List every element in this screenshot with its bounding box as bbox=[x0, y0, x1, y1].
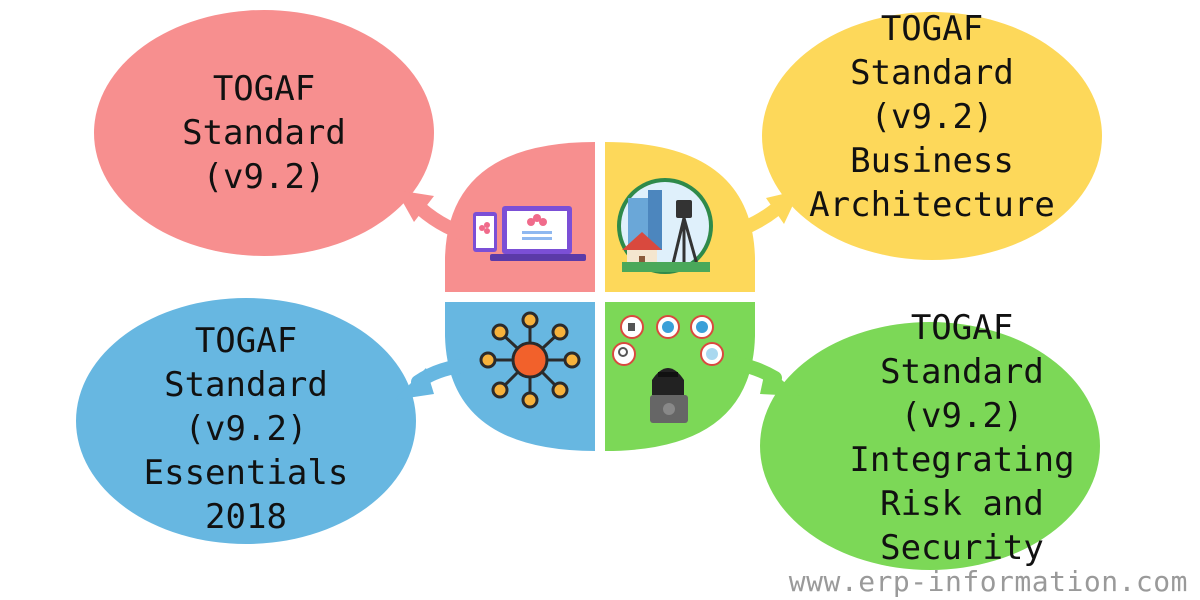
surveying-building-icon bbox=[617, 178, 713, 274]
arrow-bottom-left bbox=[394, 358, 477, 400]
node-label-line: Standard bbox=[164, 365, 328, 405]
node-label-line: (v9.2) bbox=[870, 97, 994, 137]
node-label-line: Essentials bbox=[143, 453, 349, 493]
node-ellipse-bottom-left bbox=[76, 298, 416, 544]
node-label-line: (v9.2) bbox=[900, 396, 1024, 436]
node-label-line: Standard bbox=[182, 113, 346, 153]
node-label-line: Standard bbox=[880, 352, 1044, 392]
hacker-security-icon bbox=[612, 315, 724, 423]
node-label-line: TOGAF bbox=[910, 308, 1014, 348]
node-label-top-left: TOGAF Standard (v9.2) bbox=[124, 66, 404, 200]
watermark-url: www.erp-information.com bbox=[788, 565, 1188, 598]
laptop-phone-icon bbox=[473, 206, 586, 261]
node-label-line: Integrating bbox=[849, 440, 1075, 480]
quadrant-bottom-left bbox=[445, 302, 595, 451]
node-label-bottom-left: TOGAF Standard (v9.2) Essentials 2018 bbox=[96, 318, 396, 540]
node-ellipse-top-right bbox=[762, 12, 1102, 260]
node-label-line: 2018 bbox=[205, 497, 287, 537]
arrow-top-left bbox=[396, 190, 485, 245]
node-label-line: Architecture bbox=[809, 185, 1055, 225]
node-label-line: Security bbox=[880, 528, 1044, 568]
node-ellipse-top-left bbox=[94, 10, 434, 256]
node-label-line: Risk and bbox=[880, 484, 1044, 524]
node-label-line: TOGAF bbox=[880, 9, 984, 49]
network-hub-icon bbox=[479, 311, 581, 409]
node-label-bottom-right: TOGAF Standard (v9.2) Integrating Risk a… bbox=[812, 308, 1112, 568]
node-label-line: TOGAF bbox=[212, 69, 316, 109]
node-ellipse-bottom-right bbox=[760, 322, 1100, 570]
node-label-line: Business bbox=[850, 141, 1014, 181]
node-label-line: (v9.2) bbox=[184, 409, 308, 449]
node-label-line: TOGAF bbox=[194, 321, 298, 361]
node-label-line: Standard bbox=[850, 53, 1014, 93]
arrow-top-right bbox=[715, 190, 800, 242]
arrow-bottom-right bbox=[715, 355, 800, 396]
node-label-top-right: TOGAF Standard (v9.2) Business Architect… bbox=[782, 6, 1082, 228]
node-label-line: (v9.2) bbox=[202, 157, 326, 197]
